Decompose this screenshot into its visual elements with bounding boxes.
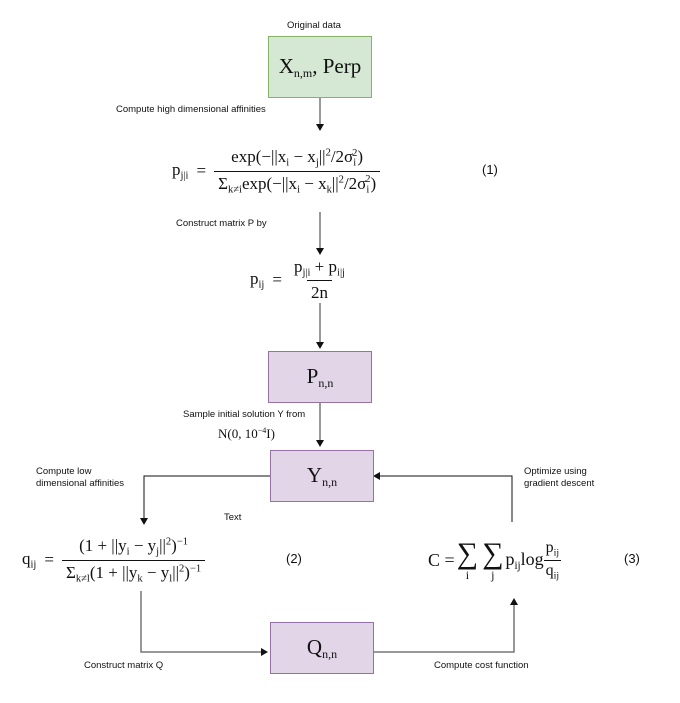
arrowhead-eq2	[140, 518, 148, 525]
q-matrix-content: Qn,n	[306, 634, 338, 661]
arrowhead-q	[261, 648, 268, 656]
equation-3-number: (3)	[624, 551, 640, 566]
p-matrix-node[interactable]: Pn,n	[268, 351, 372, 403]
label-high-affinities: Compute high dimensional affinities	[116, 104, 266, 115]
eq3-term: pijlog	[505, 548, 544, 572]
normal-distribution: N(0, 10−4I)	[218, 426, 275, 441]
pij-lhs: pij	[250, 269, 265, 291]
label-cost-function: Compute cost function	[434, 660, 529, 671]
label-construct-p: Construct matrix P by	[176, 218, 267, 229]
equation-pij: pij = pj|i + pi|j 2n	[250, 256, 349, 304]
eq2-lhs: qij	[22, 549, 37, 571]
eq1-denominator: Σk≠iexp(−||xi − xk||2/2σi2)	[214, 170, 381, 195]
arrowhead-pij	[316, 248, 324, 255]
pij-numerator: pj|i + pi|j	[293, 256, 345, 279]
eq2-fraction: (1 + ||yi − yj||2)−1 Σk≠l(1 + ||yk − yl|…	[61, 535, 206, 584]
arrowhead-y	[316, 440, 324, 447]
p-matrix-content: Pn,n	[306, 363, 334, 390]
q-matrix-node[interactable]: Qn,n	[270, 622, 374, 674]
x-symbol: X	[278, 53, 294, 78]
eq1-numerator: exp(−||xi − xj||2/2σi2)	[231, 146, 364, 169]
eq3-numerator: pij	[545, 539, 560, 559]
equation-1: pj|i = exp(−||xi − xj||2/2σi2) Σk≠iexp(−…	[172, 136, 381, 206]
pij-equals: =	[272, 270, 282, 289]
edge-eq3-to-y	[378, 475, 513, 522]
original-data-node[interactable]: Xn,m, Perp	[268, 36, 372, 98]
eq1-lhs: pj|i	[172, 160, 189, 182]
label-sample-initial: Sample initial solution Y from	[183, 409, 306, 420]
label-construct-q: Construct matrix Q	[84, 660, 164, 671]
eq3-sum-i: ∑i	[456, 537, 479, 582]
eq1-fraction: exp(−||xi − xj||2/2σi2) Σk≠iexp(−||xi − …	[214, 146, 381, 195]
eq3-fraction: pij qij	[543, 539, 562, 581]
eq3-denominator: qij	[543, 559, 562, 581]
edge-q-to-eq3	[372, 603, 515, 653]
eq2-denominator: Σk≠l(1 + ||yk − yl||2)−1	[61, 559, 206, 584]
label-text-placeholder: Text	[224, 512, 242, 523]
equation-2: qij = (1 + ||yi − yj||2)−1 Σk≠l(1 + ||yk…	[22, 530, 206, 590]
equation-3: C = ∑i ∑j pijlog pij qij	[428, 528, 562, 592]
original-data-label-text: Original data	[287, 20, 341, 31]
pij-fraction: pj|i + pi|j 2n	[290, 257, 349, 304]
eq1-equals: =	[196, 161, 207, 180]
eq2-numerator: (1 + ||yi − yj||2)−1	[79, 535, 189, 558]
perp-text: , Perp	[312, 53, 362, 78]
arrowhead-eq3	[510, 598, 518, 605]
arrowhead-y-right	[373, 472, 380, 480]
eq2-equals: =	[44, 550, 54, 569]
eq3-lhs: C =	[428, 549, 455, 570]
edge-y-to-eq2	[143, 475, 270, 520]
equation-1-number: (1)	[482, 162, 498, 177]
x-subscript: n,m	[293, 65, 313, 80]
arrowhead-eq1	[316, 124, 324, 131]
equation-2-number: (2)	[286, 551, 302, 566]
arrowhead-p	[316, 342, 324, 349]
original-data-content: Xn,m, Perp	[279, 54, 362, 81]
y-matrix-node[interactable]: Yn,n	[270, 450, 374, 502]
pij-denominator: 2n	[306, 280, 332, 303]
original-data-label: Original data	[287, 20, 341, 32]
y-matrix-content: Yn,n	[306, 462, 338, 489]
eq3-sum-j: ∑j	[482, 537, 504, 582]
edge-eq2-to-q	[140, 591, 262, 653]
